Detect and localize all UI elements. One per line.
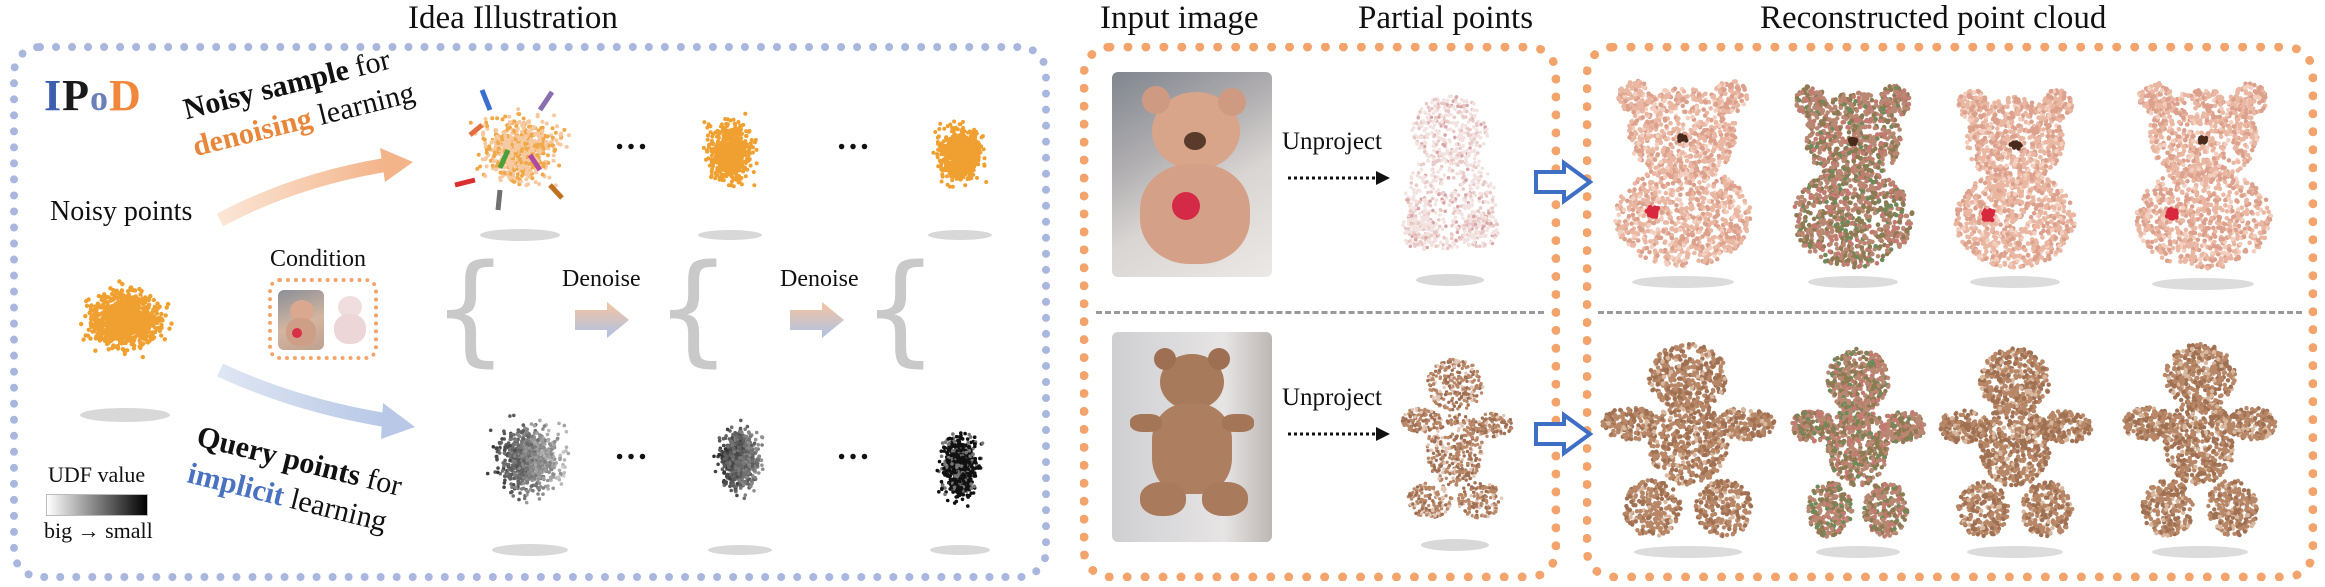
arrow-to-noisy-sample xyxy=(216,148,413,227)
logo-letter-d: D xyxy=(109,71,142,120)
title-reconstructed-point-cloud: Reconstructed point cloud xyxy=(1760,0,2106,37)
reconstructed-bear-bottom-3 xyxy=(1938,346,2094,558)
denoise-label-1: Denoise xyxy=(562,266,641,293)
ellipsis-bottom-1: … xyxy=(614,430,650,468)
title-input-image: Input image xyxy=(1100,0,1259,37)
input-image-photo-2 xyxy=(1112,332,1272,542)
ellipsis-bottom-2: … xyxy=(836,430,872,468)
udf-gradient-bar xyxy=(46,494,148,516)
noisy-points-label: Noisy points xyxy=(50,196,192,228)
udf-big-small-label: big → small xyxy=(44,518,153,544)
reconstructed-bear-top-3 xyxy=(1953,88,2077,288)
unproject-arrow-1 xyxy=(1288,171,1390,185)
reconstructed-bear-bottom-2 xyxy=(1790,346,1927,558)
input-partial-panel xyxy=(1080,43,1560,581)
input-image-photo-1 xyxy=(1112,72,1272,277)
denoise-label-2: Denoise xyxy=(780,266,859,293)
reconstructed-bear-top-2 xyxy=(1792,83,1915,288)
noisy-points-dots xyxy=(79,279,174,360)
condition-box xyxy=(268,278,378,360)
query-points-cloud-3 xyxy=(930,431,990,555)
denoise-arrow-2 xyxy=(790,302,844,338)
unproject-arrow-2 xyxy=(1288,427,1390,441)
title-idea-illustration: Idea Illustration xyxy=(408,0,618,37)
title-partial-points: Partial points xyxy=(1358,0,1533,37)
logo-letter-p: P xyxy=(62,71,90,120)
udf-value-label: UDF value xyxy=(48,462,145,488)
idea-illustration-panel xyxy=(10,43,1050,581)
condition-partial-thumbnail xyxy=(328,292,370,350)
ipod-logo: IPoD xyxy=(44,70,142,121)
noisy-sample-cloud-3 xyxy=(928,119,992,240)
logo-letter-i: I xyxy=(44,71,62,120)
brace-left-1: { xyxy=(432,240,508,379)
row-separator-right xyxy=(1598,311,2302,314)
condition-label: Condition xyxy=(270,246,366,273)
reconstructed-bear-top-4 xyxy=(2134,81,2274,290)
unproject-label-2: Unproject xyxy=(1282,384,1382,412)
reconstructed-bear-bottom-1 xyxy=(1600,341,1777,558)
noisy-sample-cloud-2 xyxy=(698,111,762,240)
condition-photo-thumbnail xyxy=(278,290,324,350)
brace-left-3: { xyxy=(862,240,938,379)
denoise-arrow-1 xyxy=(575,302,629,338)
unproject-label-1: Unproject xyxy=(1282,128,1382,156)
noise-direction-arrows xyxy=(454,89,564,211)
partial-points-cloud-1 xyxy=(1401,94,1500,286)
ellipsis-top-1: … xyxy=(614,120,650,158)
partial-points-cloud-2 xyxy=(1400,357,1514,551)
noisy-sample-cloud-1 xyxy=(454,89,571,241)
brace-left-2: { xyxy=(655,240,731,379)
blue-arrow-top xyxy=(1534,159,1594,205)
reconstruction-panel xyxy=(1583,43,2317,581)
reconstructed-bear-top-1 xyxy=(1613,78,1753,288)
noisy-points-cloud xyxy=(79,279,174,422)
arrow-to-query-points xyxy=(217,363,415,439)
query-points-cloud-2 xyxy=(708,418,772,555)
reconstructed-bear-bottom-4 xyxy=(2122,342,2278,558)
query-points-cloud-1 xyxy=(485,413,571,556)
ellipsis-top-2: … xyxy=(836,120,872,158)
blue-arrow-bottom xyxy=(1534,411,1594,457)
row-separator-middle xyxy=(1096,311,1544,314)
logo-letter-o: o xyxy=(90,78,109,118)
